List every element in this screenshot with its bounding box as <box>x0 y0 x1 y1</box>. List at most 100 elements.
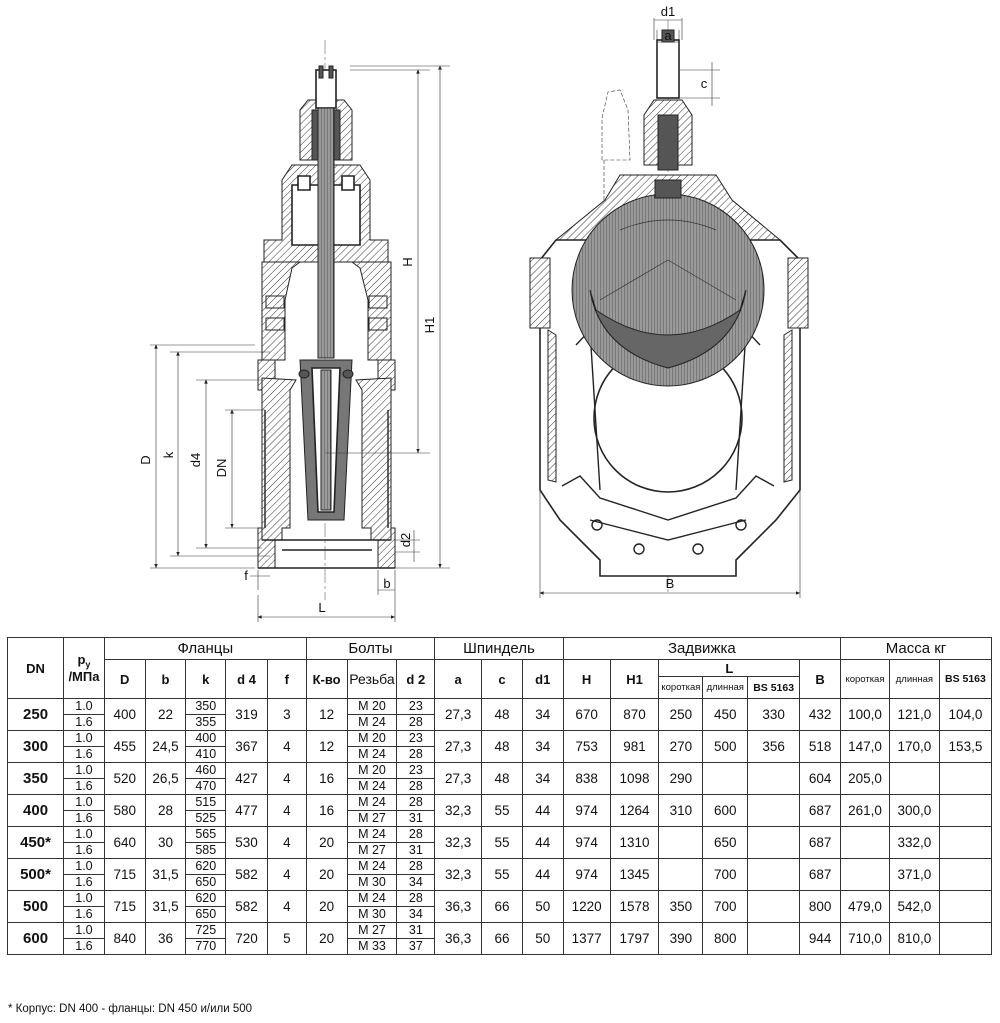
table-subcell: M 20 <box>358 731 386 746</box>
table-subcell: M 27 <box>347 810 396 826</box>
table-cell: 153,5 <box>938 730 993 763</box>
table-cell: 4 <box>266 890 307 923</box>
label-d4: d4 <box>188 453 203 467</box>
table-cell: 1220 <box>562 890 611 923</box>
table-cell: 261,0 <box>840 794 890 827</box>
table-cell: 604 <box>799 762 841 795</box>
table-subcell: M 24 <box>358 795 386 810</box>
header-B: B <box>799 659 841 699</box>
table-cell: 147,0 <box>840 730 890 763</box>
table-cell <box>938 858 993 891</box>
table-cell: 518 <box>799 730 841 763</box>
table-subcell: 1.6 <box>64 842 104 858</box>
header-L-long: длинная <box>702 676 749 699</box>
table-subcell: M 24 <box>347 714 396 730</box>
table-cell: 44 <box>521 858 564 891</box>
header-L: L <box>658 659 801 677</box>
table-cell: 20 <box>305 890 348 923</box>
header-mass-short: короткая <box>840 659 890 699</box>
table-cell: 34 <box>521 698 564 731</box>
header-d2: d 2 <box>396 659 436 699</box>
table-cell: 34 <box>521 762 564 795</box>
table-cell: 1310 <box>609 826 660 859</box>
table-subcell: 565 <box>195 827 217 842</box>
table-cell: 44 <box>521 794 564 827</box>
table-cell: 332,0 <box>888 826 940 859</box>
table-cell: 4 <box>266 794 307 827</box>
table-cell <box>938 922 993 955</box>
header-mass-long: длинная <box>888 659 940 699</box>
table-subcell: 515 <box>195 795 217 810</box>
table-cell: 530 <box>225 826 268 859</box>
table-cell: 66 <box>481 922 523 955</box>
table-cell: 4 <box>266 858 307 891</box>
table-cell: 50 <box>521 922 564 955</box>
side-view: B d1 a c <box>529 4 809 598</box>
table-cell: 170,0 <box>888 730 940 763</box>
header-D: D <box>103 659 146 699</box>
table-cell: 710,0 <box>840 922 890 955</box>
label-B: B <box>666 576 675 591</box>
table-cell: 350 <box>6 762 65 795</box>
table-subcell: M 27 <box>347 842 396 858</box>
table-subcell: 1.6 <box>64 714 104 730</box>
table-cell: 390 <box>658 922 704 955</box>
table-subcell: 23 <box>408 731 423 746</box>
table-subcell: 28 <box>397 778 434 794</box>
table-cell: 22 <box>144 698 187 731</box>
table-cell: 26,5 <box>144 762 187 795</box>
table-cell: 104,0 <box>938 698 993 731</box>
table-cell: 974 <box>562 794 611 827</box>
table-subcell: 28 <box>408 827 423 842</box>
table-cell: 650 <box>702 826 749 859</box>
label-b: b <box>383 576 390 591</box>
header-dn: DN <box>6 637 65 699</box>
table-cell: 16 <box>305 794 348 827</box>
table-cell: 356 <box>747 730 801 763</box>
table-cell: 450 <box>702 698 749 731</box>
table-subcell: 34 <box>397 906 434 922</box>
table-subcell: 1.0 <box>75 763 93 778</box>
table-cell: 20 <box>305 858 348 891</box>
table-cell <box>938 826 993 859</box>
table-cell <box>938 794 993 827</box>
label-H1: H1 <box>422 317 437 334</box>
table-cell: 810,0 <box>888 922 940 955</box>
table-cell: 1377 <box>562 922 611 955</box>
technical-drawing: D k d4 DN H H1 d2 f <box>138 4 809 622</box>
header-d1: d1 <box>521 659 564 699</box>
table-subcell: 28 <box>408 795 423 810</box>
header-L-bs: BS 5163 <box>747 676 801 699</box>
table-cell: 477 <box>225 794 268 827</box>
table-subcell: 1.0 <box>75 891 93 906</box>
table-cell: 12 <box>305 698 348 731</box>
table-cell: 974 <box>562 826 611 859</box>
table-cell <box>747 826 801 859</box>
label-DN: DN <box>214 459 229 478</box>
table-cell: 34 <box>521 730 564 763</box>
table-subcell: 31 <box>397 810 434 826</box>
table-cell: 55 <box>481 858 523 891</box>
table-cell: 974 <box>562 858 611 891</box>
label-f: f <box>244 568 248 583</box>
table-cell: 30 <box>144 826 187 859</box>
table-cell <box>747 794 801 827</box>
table-cell: 44 <box>521 826 564 859</box>
table-cell: 450* <box>6 826 65 859</box>
table-cell: 715 <box>103 858 146 891</box>
table-subcell: 460 <box>195 763 217 778</box>
